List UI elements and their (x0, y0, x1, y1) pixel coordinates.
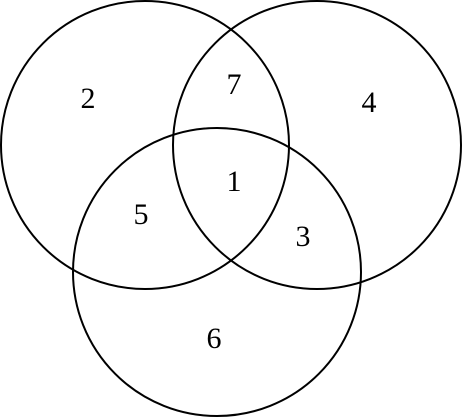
region-abc-label: 1 (227, 165, 242, 198)
circle-top-left (0, 0, 290, 290)
region-ac-only-label: 5 (134, 198, 149, 231)
region-c-only-label: 6 (207, 322, 222, 355)
region-b-only-label: 4 (362, 86, 377, 119)
region-ab-only-label: 7 (227, 68, 242, 101)
circle-top-right (172, 0, 462, 290)
circle-bottom (72, 127, 362, 417)
region-a-only-label: 2 (81, 82, 96, 115)
region-bc-only-label: 3 (296, 220, 311, 253)
